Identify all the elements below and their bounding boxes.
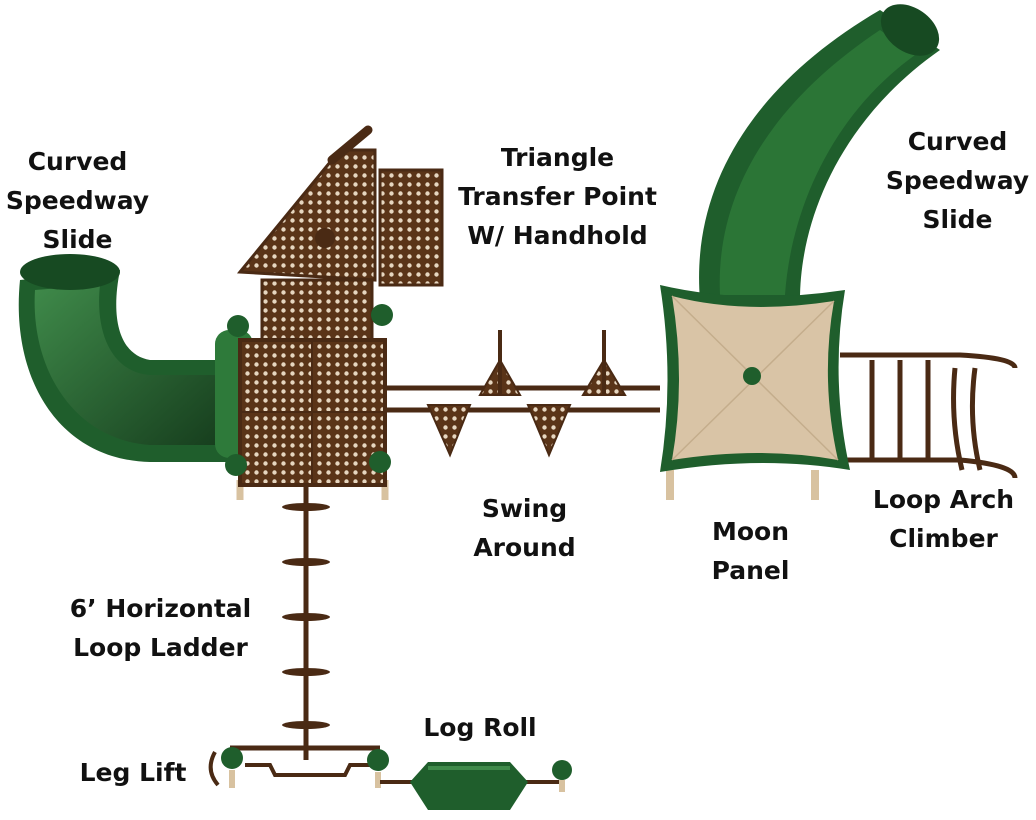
label-moon-panel: Moon Panel — [711, 517, 790, 585]
main-deck — [225, 304, 393, 500]
leg-lift — [208, 745, 389, 788]
label-log-roll: Log Roll — [423, 713, 537, 742]
loop-arch-climber — [840, 352, 1018, 479]
moon-panel-roof — [660, 285, 850, 500]
log-roll — [380, 760, 572, 810]
label-loop-arch-climber: Loop Arch Climber — [872, 485, 1015, 553]
label-horizontal-loop-ladder: 6’ Horizontal Loop Ladder — [69, 594, 252, 662]
left-curved-slide — [18, 254, 253, 462]
label-triangle-transfer: Triangle Transfer Point W/ Handhold — [458, 143, 657, 250]
label-leg-lift: Leg Lift — [79, 758, 187, 787]
label-swing-around: Swing Around — [473, 494, 576, 562]
swing-around-bridge — [385, 330, 660, 458]
label-curved-slide-left: Curved Speedway Slide — [5, 147, 150, 254]
horizontal-loop-ladder — [282, 485, 330, 760]
right-curved-slide — [699, 4, 940, 300]
label-curved-slide-right: Curved Speedway Slide — [885, 127, 1030, 234]
triangle-transfer-point — [236, 125, 444, 342]
